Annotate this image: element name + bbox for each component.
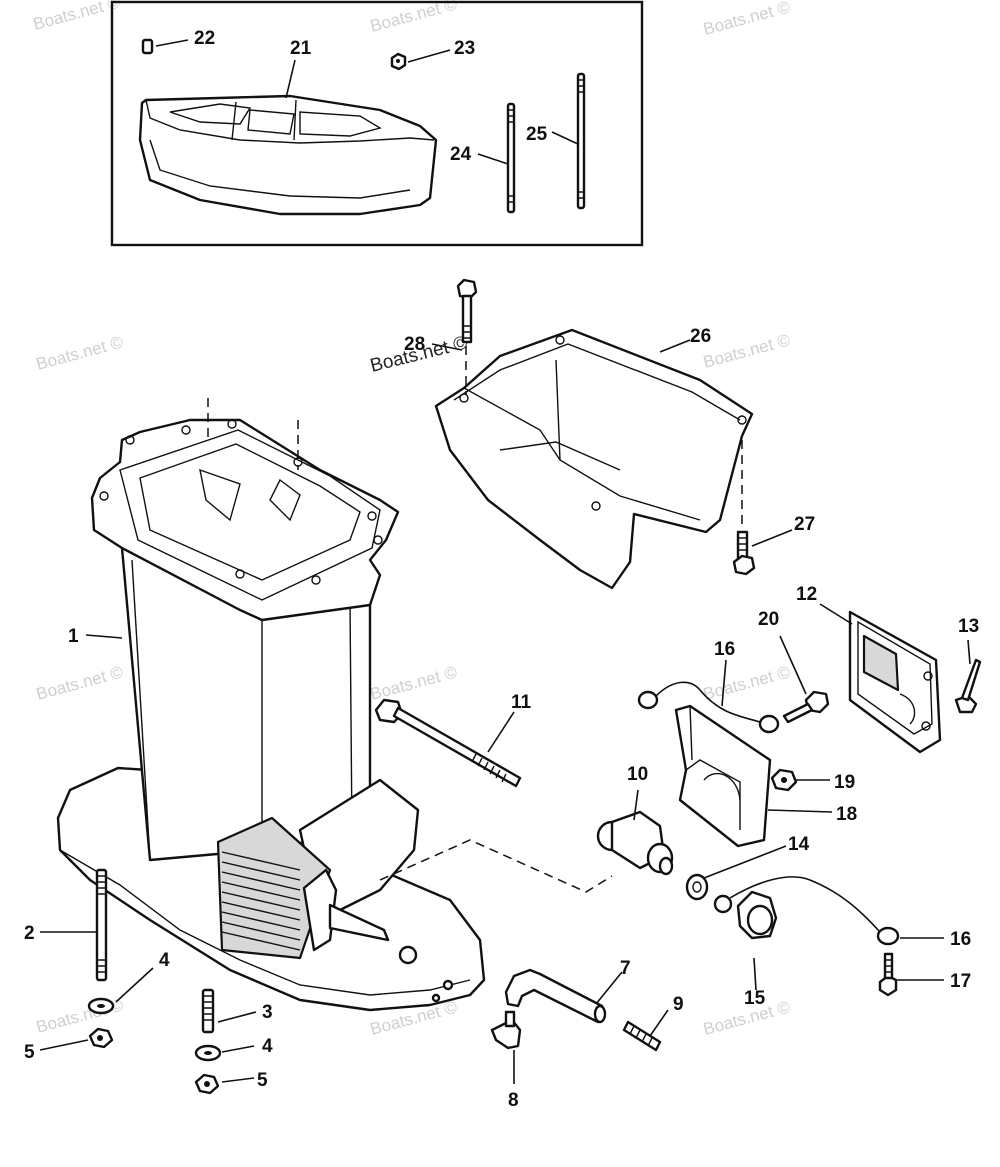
part-4-washer (194, 1044, 222, 1062)
callout-24: 24 (450, 144, 472, 165)
part-26-cover (434, 328, 754, 590)
callout-14: 14 (788, 834, 810, 855)
callout-19: 19 (834, 772, 855, 793)
part-5-nut (194, 1073, 220, 1095)
watermark: Boats.net © (31, 0, 122, 34)
watermark: Boats.net © (368, 662, 459, 704)
callout-17: 17 (950, 971, 971, 992)
watermark: Boats.net © (701, 330, 792, 372)
part-25-stud (576, 72, 586, 210)
watermark: Boats.net © (34, 332, 125, 374)
callout-13: 13 (958, 616, 979, 637)
part-1-driveshaft-housing (56, 398, 486, 1012)
assembly-lines (379, 346, 743, 893)
part-15-acorn-nut (736, 890, 778, 940)
part-24-stud (506, 102, 516, 214)
part-21-adapter-plate (138, 94, 438, 216)
callout-labels: 1 2 4 5 3 4 5 7 8 9 10 11 12 13 14 15 16… (24, 28, 979, 1111)
part-9-screen (622, 1020, 662, 1052)
callout-27: 27 (794, 514, 815, 535)
watermark: Boats.net © (34, 662, 125, 704)
callout-2: 2 (24, 923, 35, 944)
callout-3: 3 (262, 1002, 273, 1023)
inset-frame (110, 0, 644, 247)
callout-15: 15 (744, 988, 766, 1009)
callout-4: 4 (262, 1036, 273, 1057)
callout-22: 22 (194, 28, 215, 49)
part-27-screw (732, 530, 756, 576)
callout-20: 20 (758, 609, 779, 630)
callout-16: 16 (714, 639, 735, 660)
callout-5: 5 (257, 1070, 268, 1091)
callout-8: 8 (508, 1090, 519, 1111)
part-8-fitting (490, 1010, 522, 1050)
watermark: Boats.net © (701, 0, 792, 39)
callout-4: 4 (159, 950, 170, 971)
callout-7: 7 (620, 958, 631, 979)
callout-12: 12 (796, 584, 817, 605)
part-18-mount-clamp (674, 704, 772, 848)
part-20-screw (782, 690, 830, 724)
part-10-mount (596, 810, 674, 876)
watermark: Boats.net © (701, 662, 792, 704)
part-4-washer (87, 997, 115, 1015)
watermark: Boats.net © (368, 0, 459, 36)
part-19-nut (770, 768, 798, 792)
part-7-water-tube (504, 968, 607, 1024)
part-16-ground-strap (637, 681, 780, 734)
callout-23: 23 (454, 38, 475, 59)
part-23-nut (390, 52, 407, 71)
callout-9: 9 (673, 994, 684, 1015)
callout-26: 26 (690, 326, 711, 347)
callout-11: 11 (511, 692, 532, 713)
part-11-bolt (374, 698, 522, 788)
part-22-dowel-pin (141, 38, 154, 55)
callout-10: 10 (627, 764, 648, 785)
part-16-ground-strap (713, 876, 900, 946)
callout-21: 21 (290, 38, 312, 59)
callout-25: 25 (526, 124, 548, 145)
part-17-screw (878, 952, 898, 997)
part-5-nut (88, 1027, 114, 1049)
part-13-screw (954, 658, 982, 714)
part-2-stud (95, 868, 108, 982)
part-3-stud (201, 988, 215, 1034)
part-12-cover-plate (848, 610, 942, 754)
callout-28: 28 (404, 334, 425, 355)
callout-16: 16 (950, 929, 971, 950)
callout-18: 18 (836, 804, 857, 825)
leader-lines (39, 39, 971, 1084)
part-14-washer (685, 873, 709, 901)
callout-5: 5 (24, 1042, 35, 1063)
part-28-bolt (456, 278, 478, 344)
callout-1: 1 (68, 626, 79, 647)
